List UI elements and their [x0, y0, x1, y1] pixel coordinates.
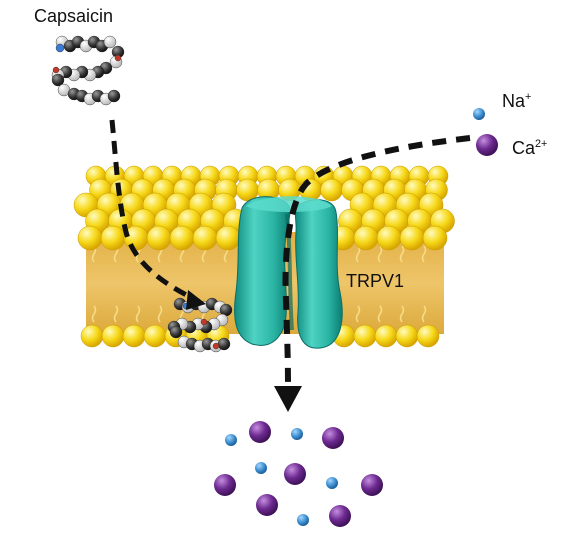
sodium-ion-icon	[255, 462, 267, 474]
lipid-head	[353, 324, 377, 348]
sodium-charge: +	[525, 91, 532, 103]
lipid-head	[395, 324, 419, 348]
calcium-ion-icon	[476, 134, 498, 156]
lipid-head	[374, 324, 398, 348]
calcium-ion-icon	[361, 474, 383, 496]
calcium-ion-icon	[214, 474, 236, 496]
channel-top-cap	[246, 196, 332, 212]
lipid-tail	[135, 305, 141, 323]
calcium-symbol: Ca	[512, 138, 536, 158]
calcium-ion-icon	[329, 505, 351, 527]
atom	[107, 89, 121, 103]
lipid-tail	[421, 305, 427, 323]
lipid-head	[101, 324, 125, 348]
lipid-head	[376, 225, 402, 251]
lipid-tail	[377, 305, 383, 323]
lipid-tail	[399, 305, 405, 323]
lipid-heads-top	[73, 165, 455, 251]
sodium-ion-icon	[291, 428, 303, 440]
sodium-symbol: Na	[502, 91, 526, 111]
atom	[169, 325, 183, 339]
calcium-ion-icon	[256, 494, 278, 516]
atom	[51, 73, 65, 87]
lipid-head	[146, 225, 172, 251]
lipid-tail	[157, 305, 163, 323]
lipid-head	[320, 178, 343, 202]
lipid-tail	[355, 245, 361, 263]
lipid-head	[399, 225, 425, 251]
lipid-head	[77, 225, 103, 251]
lipid-tail	[399, 245, 405, 263]
atom	[200, 318, 208, 326]
ion-path-arrow	[282, 135, 471, 385]
sodium-ion-icon	[297, 514, 309, 526]
trpv1-channel-icon	[234, 196, 343, 349]
intracellular-ions	[214, 421, 383, 527]
calcium-ion-icon	[249, 421, 271, 443]
lipid-tail	[355, 305, 361, 323]
capsaicin-arrowhead	[186, 290, 206, 310]
lipid-head	[143, 324, 167, 348]
sodium-label: Na+	[502, 91, 531, 112]
lipid-bilayer	[73, 165, 455, 348]
lipid-head	[353, 225, 379, 251]
lipid-head	[215, 225, 241, 251]
calcium-charge: 2+	[535, 138, 548, 150]
lipid-head	[100, 225, 126, 251]
sodium-ion-icon	[225, 434, 237, 446]
sodium-ion-icon	[473, 108, 485, 120]
ion-arrowhead	[274, 386, 302, 412]
calcium-ion-icon	[284, 463, 306, 485]
lipid-head	[192, 225, 218, 251]
calcium-ion-icon	[322, 427, 344, 449]
atom	[55, 43, 65, 53]
lipid-head	[422, 225, 448, 251]
lipid-head	[416, 324, 440, 348]
channel-left-subunit	[234, 196, 291, 346]
channel-right-subunit	[294, 199, 343, 349]
atom	[52, 66, 60, 74]
lipid-head	[122, 324, 146, 348]
capsaicin-molecule-icon	[51, 35, 125, 106]
sodium-ion-icon	[326, 477, 338, 489]
capsaicin-label: Capsaicin	[34, 6, 114, 26]
lipid-tail	[113, 305, 119, 323]
atom	[212, 342, 220, 350]
lipid-head	[80, 324, 104, 348]
capsaicin-path-arrow	[109, 119, 198, 303]
calcium-label: Ca2+	[512, 138, 547, 159]
lipid-tail	[421, 245, 427, 263]
lipid-head	[169, 225, 195, 251]
lipid-tail	[377, 245, 383, 263]
atom	[103, 35, 117, 49]
lipid-tail	[91, 305, 97, 323]
trpv1-label: TRPV1	[346, 271, 405, 291]
atom	[114, 54, 122, 62]
atom	[217, 337, 231, 351]
